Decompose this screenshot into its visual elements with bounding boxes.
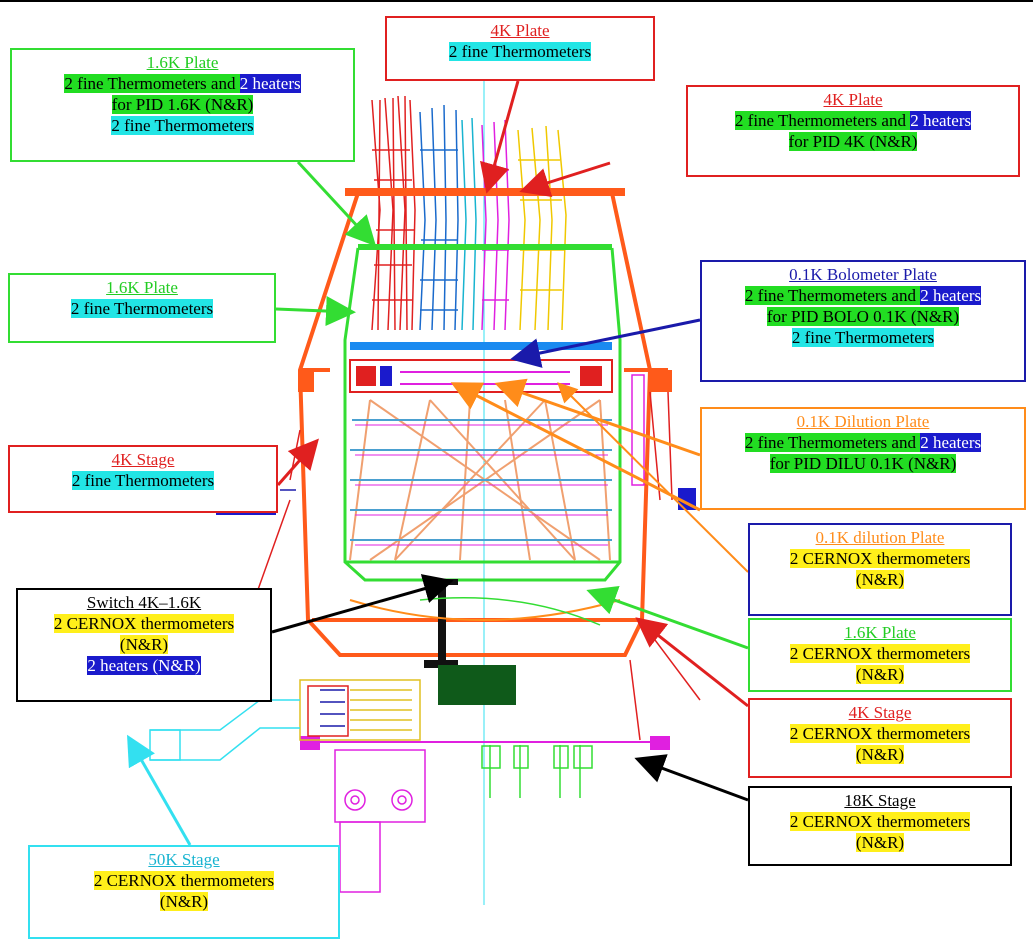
arrow-4k-stage-left [276,438,319,486]
label-switch: Switch 4K–1.6K 2 CERNOX thermometers (N&… [16,588,272,702]
arrow-16k-cernox [586,585,749,650]
label-line: 2 CERNOX thermometers [789,644,971,663]
label-18k-stage: 18K Stage 2 CERNOX thermometers (N&R) [748,786,1012,866]
right-supports [629,374,701,741]
label-title: 4K Stage [111,450,175,469]
label-title: 4K Plate [490,21,550,40]
label-title: 18K Stage [844,791,916,810]
label-line: (N&R) [855,833,905,852]
label-line: 2 fine Thermometers and [744,433,921,452]
label-line: 2 fine Thermometers [70,299,214,318]
label-title: 1.6K Plate [844,623,916,642]
lower-fittings [334,745,593,893]
label-title: 4K Stage [848,703,912,722]
top-border-line [0,0,1033,2]
label-title: 1.6K Plate [106,278,178,297]
label-line: (N&R) [855,570,905,589]
arrow-4k-cernox [635,617,749,708]
wiring-bundle-yellow [517,125,567,331]
label-16k-plate-mid: 1.6K Plate 2 fine Thermometers [8,273,276,343]
label-line: 2 CERNOX thermometers [789,724,971,743]
label-line-heaters: 2 heaters (N&R) [87,656,201,675]
4k-flange-left [298,370,314,392]
switch-rod [438,585,446,665]
label-bolometer-plate: 0.1K Bolometer Plate 2 fine Thermometers… [700,260,1026,382]
arrow-16k-mid [275,296,356,327]
label-line: for PID 4K (N&R) [788,132,918,151]
wiring-bundle-magenta [481,119,510,331]
label-line: 2 fine Thermometers [71,471,215,490]
dilution-plate [349,359,613,393]
label-16k-plate-cernox: 1.6K Plate 2 CERNOX thermometers (N&R) [748,618,1012,692]
label-line: 2 fine Thermometers [791,328,935,347]
label-title: 0.1K Bolometer Plate [789,265,937,284]
label-4k-stage-left: 4K Stage 2 fine Thermometers [8,445,278,513]
16k-lower-plate [349,599,621,621]
label-line-heaters: 2 heaters [920,286,982,305]
wiring-bundle-cyan [461,117,477,331]
label-title: 0.1K Dilution Plate [796,412,930,431]
wiring-bundle-blue [419,104,459,331]
label-title: 50K Stage [148,850,220,869]
4k-top-plate [345,188,625,196]
truss-structure [349,399,612,561]
label-dilution-plate-cernox: 0.1K dilution Plate 2 CERNOX thermometer… [748,523,1012,616]
label-dilution-plate: 0.1K Dilution Plate 2 fine Thermometers … [700,407,1026,510]
bolometer-plate [350,342,612,350]
dark-green-block [438,665,516,705]
label-4k-plate-top: 4K Plate 2 fine Thermometers [385,16,655,81]
arrow-18k [634,754,749,802]
arrow-dilu-2 [450,382,701,512]
label-line: for PID 1.6K (N&R) [111,95,254,114]
arrow-50k [127,734,192,846]
label-line: 2 CERNOX thermometers [789,812,971,831]
18k-stage-plate [300,736,670,750]
4k-flange-right [650,370,672,392]
label-line: 2 CERNOX thermometers [53,614,235,633]
label-title: Switch 4K–1.6K [86,593,202,612]
label-line: for PID BOLO 0.1K (N&R) [766,307,960,326]
label-line: (N&R) [855,665,905,684]
label-line: for PID DILU 0.1K (N&R) [769,454,957,473]
label-line: (N&R) [119,635,169,654]
arrow-switch [271,574,454,634]
switch-bar-bottom [424,660,458,668]
label-line-heaters: 2 heaters [920,433,982,452]
label-4k-plate-right: 4K Plate 2 fine Thermometers and 2 heate… [686,85,1020,177]
label-line: 2 fine Thermometers and [64,74,240,93]
heat-exchanger [149,679,421,761]
label-line: 2 CERNOX thermometers [93,871,275,890]
label-16k-plate-top: 1.6K Plate 2 fine Thermometers and 2 hea… [10,48,355,162]
label-title: 4K Plate [823,90,883,109]
label-line-heaters: 2 heaters [239,74,301,93]
label-line: (N&R) [855,745,905,764]
label-line: (N&R) [159,892,209,911]
label-title: 1.6K Plate [146,53,219,72]
arrow-dilu-1 [494,378,701,457]
label-line: 2 fine Thermometers and [744,286,921,305]
label-line: 2 fine Thermometers and [734,111,911,130]
arrow-16k-top [296,160,377,247]
arrow-4k-right [519,161,611,198]
label-line: 2 fine Thermometers [111,116,254,135]
label-line: 2 fine Thermometers [448,42,592,61]
label-line-heaters: 2 heaters [910,111,972,130]
label-title: 0.1K dilution Plate [815,528,945,547]
label-50k-stage: 50K Stage 2 CERNOX thermometers (N&R) [28,845,340,939]
arrow-top-4k [480,80,520,194]
label-4k-stage-cernox: 4K Stage 2 CERNOX thermometers (N&R) [748,698,1012,778]
wiring-bundle-red [371,95,416,331]
label-line: 2 CERNOX thermometers [789,549,971,568]
arrow-dilu-cernox [557,382,749,573]
arrow-bolo [510,318,701,368]
16k-top-plate [358,244,612,250]
